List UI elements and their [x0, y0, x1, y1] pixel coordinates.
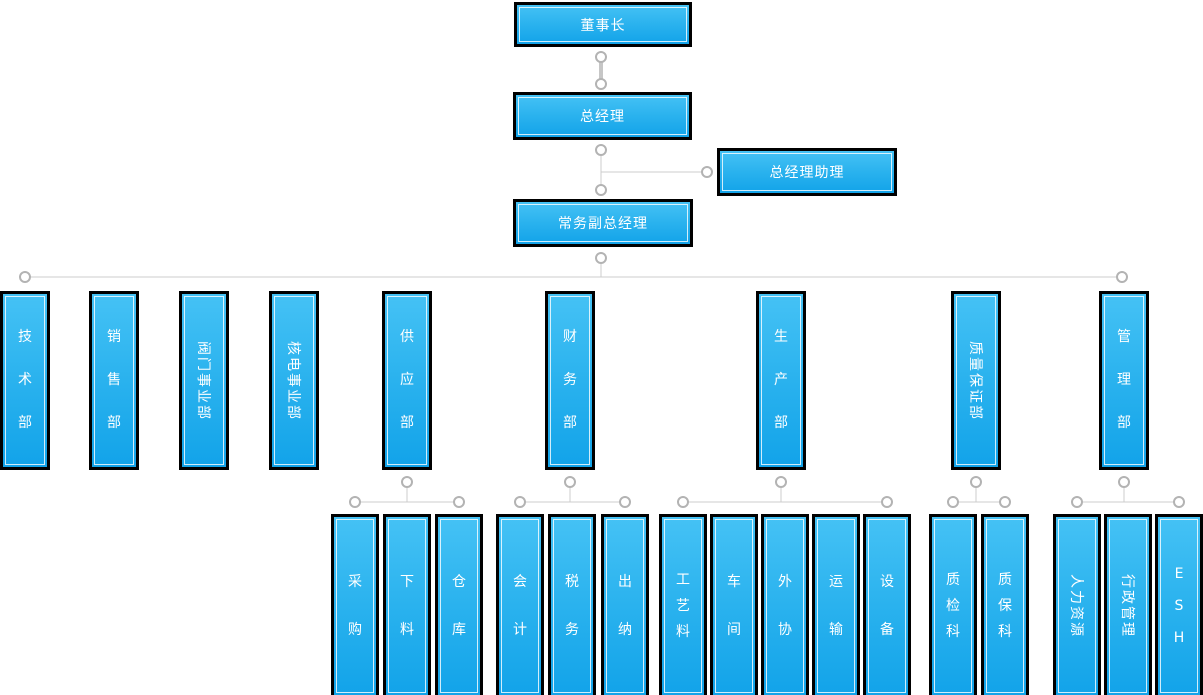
- connector-dot: [999, 496, 1011, 508]
- node-dept-supply: 供应部: [382, 291, 432, 470]
- connector-dot: [349, 496, 361, 508]
- connector-dot: [514, 496, 526, 508]
- node-general-manager: 总经理: [513, 92, 692, 140]
- connector-dot: [401, 476, 413, 488]
- node-section-tax-label: 税务: [565, 574, 579, 638]
- node-section-quality-inspection-label: 质检科: [946, 572, 960, 640]
- connector-dot: [775, 476, 787, 488]
- connector-dot: [453, 496, 465, 508]
- node-dept-finance-label: 财务部: [563, 329, 577, 431]
- node-section-quality-assurance-label: 质保科: [998, 572, 1012, 640]
- node-section-warehouse-label: 仓库: [452, 574, 466, 638]
- node-dept-sales-label: 销售部: [107, 329, 121, 431]
- node-section-material-cutting: 下料: [383, 514, 431, 695]
- node-dept-qa: 质量保证部: [951, 291, 1001, 470]
- connector-dot: [595, 144, 607, 156]
- node-section-procurement-label: 采购: [348, 574, 362, 638]
- connector-dot: [881, 496, 893, 508]
- node-general-manager-label: 总经理: [580, 109, 625, 125]
- node-section-equipment: 设备: [863, 514, 911, 695]
- node-gm-assistant-label: 总经理助理: [769, 165, 845, 181]
- node-section-workshop-label: 车间: [727, 574, 741, 638]
- connector-dot: [564, 476, 576, 488]
- node-section-outsourcing-label: 外协: [778, 574, 792, 638]
- node-dept-valve: 阀门事业部: [179, 291, 229, 470]
- node-section-transport-label: 运输: [829, 574, 843, 638]
- node-dept-nuclear: 核电事业部: [269, 291, 319, 470]
- node-section-material-cutting-label: 下料: [400, 574, 414, 638]
- node-gm-assistant: 总经理助理: [717, 148, 897, 196]
- connector-dot: [1173, 496, 1185, 508]
- node-section-cashier: 出纳: [601, 514, 649, 695]
- node-section-workshop: 车间: [710, 514, 758, 695]
- node-dept-management: 管理部: [1099, 291, 1149, 470]
- connector-dot: [595, 252, 607, 264]
- connector-dot: [677, 496, 689, 508]
- connector-dot: [595, 51, 607, 63]
- node-section-administration: 行政管理: [1104, 514, 1152, 695]
- node-dept-tech: 技术部: [0, 291, 50, 470]
- node-dept-sales: 销售部: [89, 291, 139, 470]
- node-dept-tech-label: 技术部: [18, 329, 32, 431]
- connector-dot: [19, 271, 31, 283]
- node-dept-nuclear-label: 核电事业部: [285, 340, 301, 421]
- node-section-equipment-label: 设备: [880, 574, 894, 638]
- node-section-warehouse: 仓库: [435, 514, 483, 695]
- connector-dot: [1071, 496, 1083, 508]
- node-section-process: 工艺料: [659, 514, 707, 695]
- node-section-outsourcing: 外协: [761, 514, 809, 695]
- node-dept-finance: 财务部: [545, 291, 595, 470]
- node-deputy-gm-label: 常务副总经理: [558, 216, 648, 232]
- node-section-procurement: 采购: [331, 514, 379, 695]
- node-section-process-label: 工艺料: [676, 572, 690, 640]
- node-deputy-gm: 常务副总经理: [513, 199, 693, 247]
- node-dept-qa-label: 质量保证部: [967, 340, 983, 421]
- node-section-quality-inspection: 质检科: [929, 514, 977, 695]
- node-dept-valve-label: 阀门事业部: [195, 340, 211, 421]
- connector-dot: [947, 496, 959, 508]
- node-section-esh: ESH: [1155, 514, 1203, 695]
- node-chairman-label: 董事长: [580, 17, 626, 34]
- connector-dot: [970, 476, 982, 488]
- node-dept-production: 生产部: [756, 291, 806, 470]
- connector-dot: [701, 166, 713, 178]
- node-section-accounting-label: 会计: [513, 574, 527, 638]
- node-chairman: 董事长: [514, 2, 692, 47]
- node-section-accounting: 会计: [496, 514, 544, 695]
- node-section-administration-label: 行政管理: [1119, 574, 1135, 638]
- node-section-cashier-label: 出纳: [618, 574, 632, 638]
- connector-dot: [619, 496, 631, 508]
- node-section-human-resources: 人力资源: [1053, 514, 1101, 695]
- node-dept-production-label: 生产部: [774, 329, 788, 431]
- node-section-esh-label: ESH: [1173, 566, 1185, 646]
- node-section-tax: 税务: [548, 514, 596, 695]
- connector-dot: [1118, 476, 1130, 488]
- node-section-human-resources-label: 人力资源: [1068, 574, 1084, 638]
- node-section-transport: 运输: [812, 514, 860, 695]
- connector-dot: [1116, 271, 1128, 283]
- node-dept-management-label: 管理部: [1117, 329, 1131, 431]
- connector-dot: [595, 78, 607, 90]
- node-dept-supply-label: 供应部: [400, 329, 414, 431]
- connector-dot: [595, 184, 607, 196]
- node-section-quality-assurance: 质保科: [981, 514, 1029, 695]
